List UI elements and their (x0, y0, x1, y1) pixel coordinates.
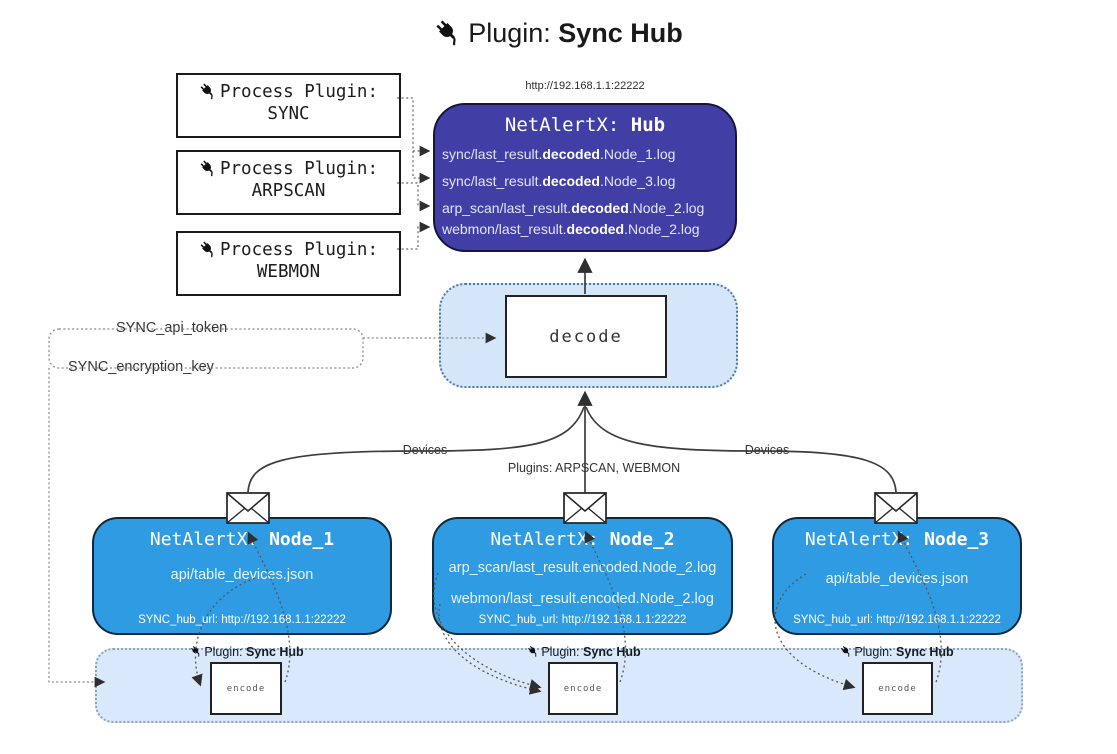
process-plugin-name: SYNC (267, 104, 310, 124)
process-plugin-name: ARPSCAN (251, 181, 326, 201)
plug-icon (199, 159, 218, 178)
process-plugin-label: Process Plugin: (219, 159, 379, 179)
node-file-line: webmon/last_result.encoded.Node_2.log (451, 591, 714, 607)
node-file-line: api/table_devices.json (170, 567, 314, 583)
band-label: Plugin: Sync Hub (187, 645, 307, 659)
band-label: Plugin: Sync Hub (524, 645, 644, 659)
process-plugin-box-sync: Process Plugin: SYNC (176, 73, 401, 138)
node-file-line: arp_scan/last_result.encoded.Node_2.log (448, 560, 717, 576)
plug-icon (840, 645, 853, 658)
title-prefix: Plugin: (468, 18, 551, 48)
plug-icon (199, 240, 218, 259)
hub-box: NetAlertX: Hub sync/last_result.decoded.… (433, 103, 737, 252)
process-plugin-box-arpscan: Process Plugin: ARPSCAN (176, 150, 401, 215)
node-title: NetAlertX: Node_3 (804, 529, 990, 550)
hub-log-line: arp_scan/last_result.decoded.Node_2.log (442, 200, 705, 216)
sync-encryption-key-label: SYNC_encryption_key (64, 359, 218, 375)
title-name: Sync Hub (558, 18, 683, 48)
node-title: NetAlertX: Node_1 (149, 529, 335, 550)
hub-title: NetAlertX: Hub (504, 114, 666, 136)
encode-box: encode (862, 662, 933, 715)
edge-arpscan-to-log3 (397, 182, 431, 212)
decode-box: decode (505, 295, 667, 378)
plug-icon (190, 645, 203, 658)
process-plugin-name: WEBMON (256, 262, 321, 282)
node-file-line: api/table_devices.json (825, 571, 969, 587)
plug-icon (199, 82, 218, 101)
plugins-edge-label: Plugins: ARPSCAN, WEBMON (495, 461, 693, 475)
page-title: Plugin: Sync Hub (0, 18, 1117, 49)
edge-key-to-band (48, 368, 106, 688)
band-label: Plugin: Sync Hub (837, 645, 957, 659)
sync-api-token-label: SYNC_api_token (112, 320, 232, 336)
process-plugin-label: Process Plugin: (219, 240, 379, 260)
node-footer: SYNC_hub_url: http://192.168.1.1:22222 (793, 614, 1001, 626)
edge-sync-to-log1 (397, 97, 431, 157)
node-footer: SYNC_hub_url: http://192.168.1.1:22222 (478, 614, 687, 626)
hub-url-label: http://192.168.1.1:22222 (525, 80, 645, 92)
hub-log-line: sync/last_result.decoded.Node_1.log (442, 146, 676, 162)
hub-log-line: webmon/last_result.decoded.Node_2.log (442, 221, 700, 237)
encode-box: encode (548, 662, 618, 715)
encode-box: encode (210, 662, 282, 715)
process-plugin-box-webmon: Process Plugin: WEBMON (176, 231, 401, 296)
edge-webmon-to-log4 (397, 221, 431, 250)
node-box-node2: NetAlertX: Node_2 arp_scan/last_result.e… (432, 517, 733, 635)
node-footer: SYNC_hub_url: http://192.168.1.1:22222 (138, 614, 346, 626)
edge-sync-to-log2 (412, 151, 431, 184)
node-title: NetAlertX: Node_2 (490, 529, 675, 550)
node-box-node3: NetAlertX: Node_3 api/table_devices.json… (772, 517, 1022, 635)
process-plugin-label: Process Plugin: (219, 82, 379, 102)
devices-edge-label-left: Devices (383, 443, 467, 457)
hub-log-line: sync/last_result.decoded.Node_3.log (442, 173, 676, 189)
plug-icon (527, 645, 540, 658)
devices-edge-label-right: Devices (725, 443, 809, 457)
plug-icon (434, 18, 464, 48)
node-box-node1: NetAlertX: Node_1 api/table_devices.json… (92, 517, 392, 635)
